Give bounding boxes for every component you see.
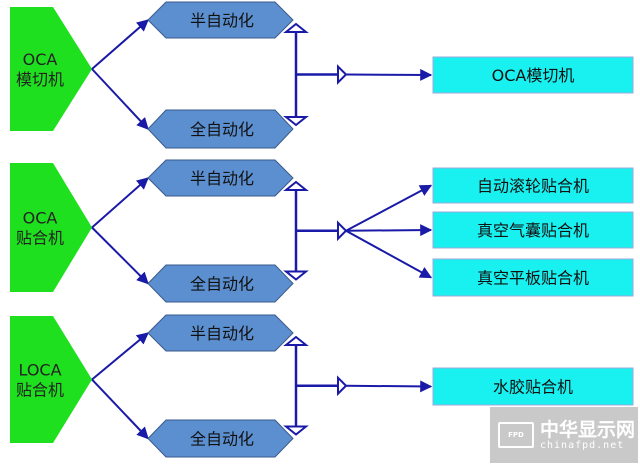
target-label: 自动滚轮贴合机 [477,177,589,196]
arrow-to-full [91,378,149,440]
semi-auto-hexagon [147,1,294,39]
target-label: 水胶贴合机 [493,378,573,397]
arrow-to-target [345,229,433,279]
triangle-up-icon [283,180,309,191]
source-label: OCA [23,209,58,228]
arrow-to-semi [91,19,149,70]
source-shape [10,316,92,443]
full-auto-hexagon [147,264,294,303]
target-label: 真空气囊贴合机 [477,221,589,240]
source-shape [10,7,92,131]
watermark: FPD 中华显示网 chinafpd.net [490,407,638,463]
semi-auto-label: 半自动化 [190,324,254,343]
triangle-up-icon [283,335,309,346]
target-label: OCA模切机 [492,66,575,85]
triangle-right-icon [337,64,348,85]
semi-auto-label: 半自动化 [190,11,254,30]
full-auto-hexagon [147,109,294,149]
triangle-right-icon [337,220,348,242]
full-auto-label: 全自动化 [190,430,254,449]
source-label: OCA [23,50,58,69]
full-auto-label: 全自动化 [190,120,254,139]
arrow-to-full [91,68,149,130]
triangle-up-icon [283,22,309,33]
semi-auto-label: 半自动化 [190,169,254,188]
arrow-to-semi [91,332,149,381]
arrow-to-full [91,226,149,285]
triangle-down-icon [283,116,309,127]
full-auto-hexagon [147,419,294,458]
arrow-to-target [345,68,433,81]
arrow-to-target [345,184,433,232]
target-box [432,56,634,94]
target-box [432,367,634,406]
full-auto-label: 全自动化 [190,275,254,294]
arrow-to-semi [91,177,149,229]
source-shape [10,163,92,292]
watermark-url: chinafpd.net [540,439,625,451]
target-box [432,211,634,249]
source-label: 贴合机 [16,381,64,400]
triangle-down-icon [283,425,309,436]
arrow-to-target [345,380,433,393]
source-label: LOCA [18,361,61,380]
arrow-to-target [345,224,433,237]
target-box [432,167,634,204]
triangle-right-icon [337,375,348,397]
semi-auto-hexagon [147,314,294,352]
semi-auto-hexagon [147,159,294,197]
source-label: 贴合机 [16,229,64,248]
source-label: 模切机 [16,70,64,89]
triangle-down-icon [283,270,309,281]
watermark-name: 中华显示网 [540,418,636,441]
monitor-icon: FPD [498,422,534,448]
target-box [432,258,634,297]
target-label: 真空平板贴合机 [477,269,589,288]
